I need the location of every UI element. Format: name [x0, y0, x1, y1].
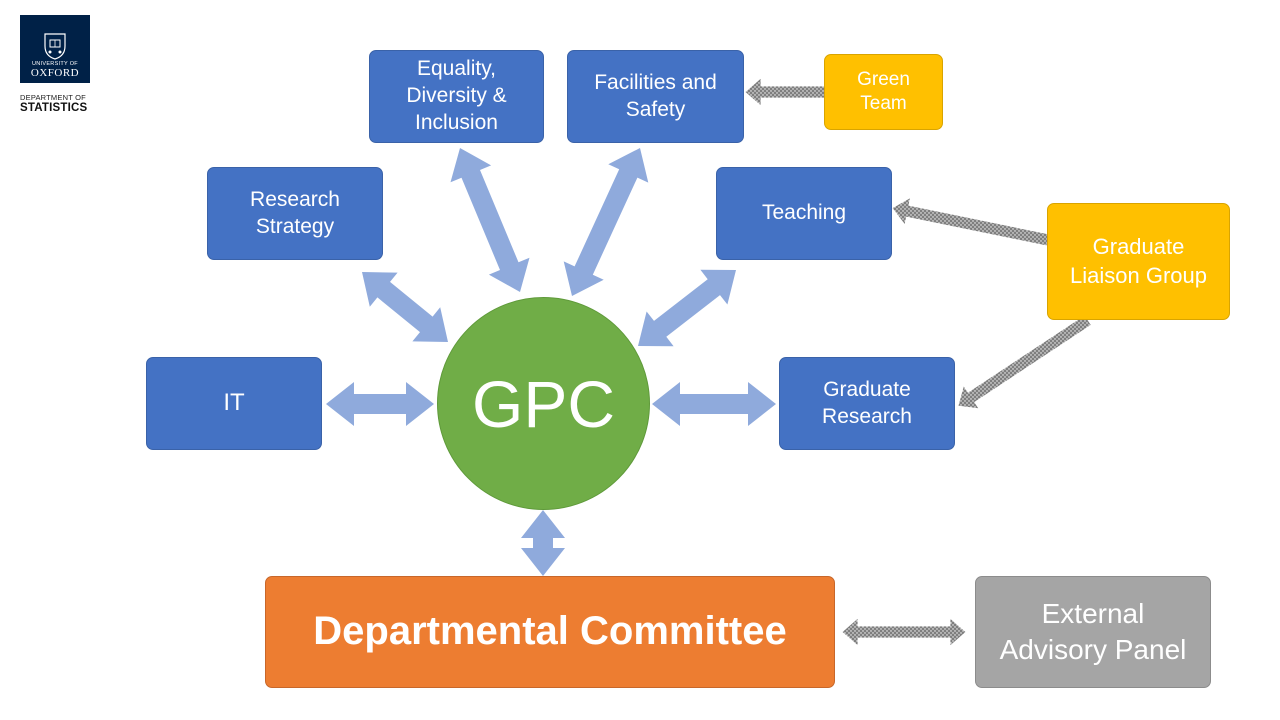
it-box: IT [146, 357, 322, 450]
university-logo: UNIVERSITY OF OXFORD DEPARTMENT OF STATI… [20, 15, 110, 114]
arrow-liaison-teaching [891, 196, 1050, 247]
oxford-crest-icon: UNIVERSITY OF OXFORD [20, 15, 90, 83]
equality-diversity-inclusion-box: Equality, Diversity & Inclusion [369, 50, 544, 143]
graduate-liaison-group-box: Graduate Liaison Group [1047, 203, 1230, 320]
logo-oxford-text: OXFORD [30, 67, 80, 79]
logo-university-text: UNIVERSITY OF [32, 61, 78, 67]
logo-department-text: DEPARTMENT OF [20, 93, 86, 102]
arrow-green-team-facilities [744, 77, 827, 107]
arrow-gpc-it [326, 382, 434, 426]
teaching-box: Teaching [716, 167, 892, 260]
graduate-research-box: Graduate Research [779, 357, 955, 450]
crest-shield-icon [44, 33, 66, 60]
external-advisory-panel-box: External Advisory Panel [975, 576, 1211, 688]
facilities-safety-box: Facilities and Safety [567, 50, 744, 143]
arrow-gpc-departmental-committee [521, 510, 565, 576]
arrow-gpc-facilities [563, 148, 649, 296]
gpc-label: GPC [471, 366, 616, 441]
arrow-gpc-equality [450, 148, 530, 292]
gpc-circle: GPC [437, 297, 650, 510]
arrow-gpc-teaching [638, 269, 736, 347]
green-team-box: Green Team [824, 54, 943, 130]
departmental-committee-box: Departmental Committee [265, 576, 835, 688]
logo-statistics-text: STATISTICS [20, 102, 88, 114]
arrow-gpc-research-strategy [362, 272, 448, 342]
research-strategy-box: Research Strategy [207, 167, 383, 260]
arrow-liaison-graduate-research [957, 314, 1092, 410]
arrow-committee-external-panel [841, 617, 967, 647]
arrow-gpc-graduate-research [652, 382, 776, 426]
